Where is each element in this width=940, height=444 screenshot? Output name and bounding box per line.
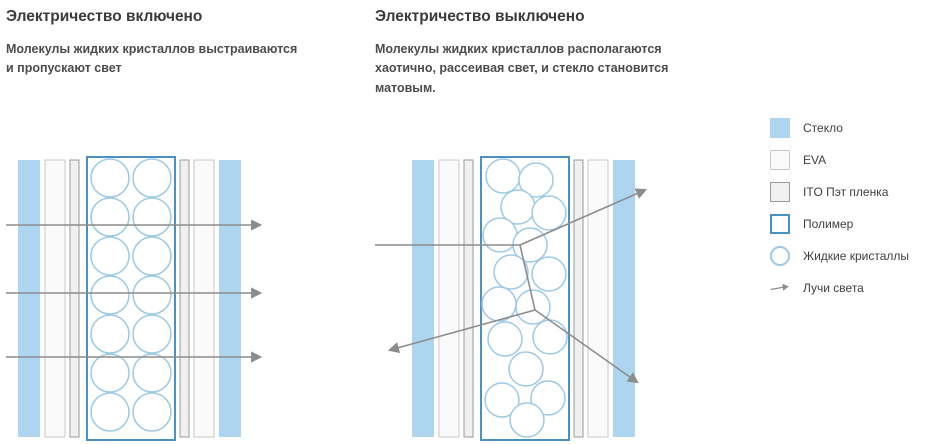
legend: Стекло EVA ITO Пэт пленка Полимер Жидкие… <box>770 117 940 309</box>
liquid-crystal-swatch-icon <box>770 245 790 266</box>
light-ray-arrow-icon <box>770 278 790 298</box>
legend-item-light-rays: Лучи света <box>770 277 940 298</box>
legend-item-liquid-crystals: Жидкие кристаллы <box>770 245 940 266</box>
eva-swatch-icon <box>770 149 790 170</box>
legend-label-ito-pet-film: ITO Пэт пленка <box>803 184 889 199</box>
legend-label-polymer: Полимер <box>803 216 854 231</box>
panel-off-title: Электричество выключено <box>375 8 585 25</box>
legend-label-liquid-crystals: Жидкие кристаллы <box>803 248 910 263</box>
panel-on-title: Электричество включено <box>6 8 203 25</box>
legend-label-eva: EVA <box>803 152 827 167</box>
light-ray-arrow-svg <box>770 283 789 291</box>
panel-electricity-off: Электричество выключено Молекулы жидких … <box>375 8 710 441</box>
diagram-electricity-on <box>6 156 263 441</box>
legend-label-light-rays: Лучи света <box>803 280 864 295</box>
panel-electricity-on: Электричество включено Молекулы жидких к… <box>6 8 346 441</box>
legend-item-ito-pet-film: ITO Пэт пленка <box>770 181 940 202</box>
legend-item-polymer: Полимер <box>770 213 940 234</box>
legend-item-eva: EVA <box>770 149 940 170</box>
panel-on-description: Молекулы жидких кристаллов выстраиваются… <box>6 42 298 76</box>
panel-off-description: Молекулы жидких кристаллов располагаются… <box>375 42 669 95</box>
ito-pet-film-swatch-icon <box>770 181 790 202</box>
glass-swatch-icon <box>770 117 790 138</box>
diagram-electricity-off <box>375 156 648 441</box>
legend-item-glass: Стекло <box>770 117 940 138</box>
legend-label-glass: Стекло <box>803 120 843 135</box>
polymer-swatch-icon <box>770 213 790 234</box>
